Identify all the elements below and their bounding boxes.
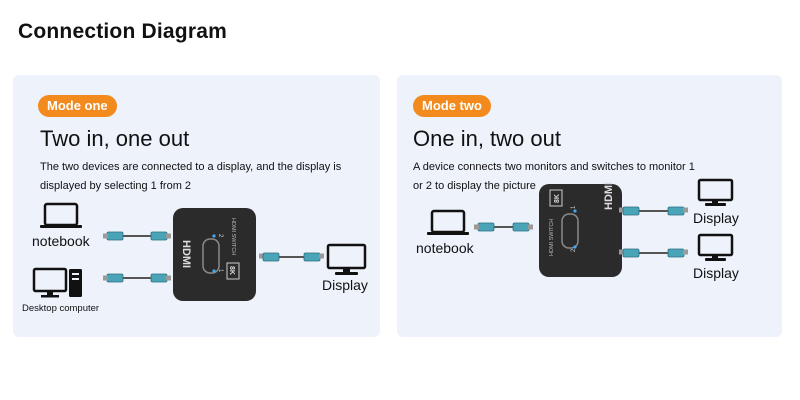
mode-one-description: The two devices are connected to a displ… — [40, 161, 342, 192]
display-icon — [326, 243, 367, 275]
desktop-computer-label: Desktop computer — [22, 303, 100, 314]
mode-two-description: A device connects two monitors and switc… — [413, 161, 695, 192]
mode-one-heading: Two in, one out — [40, 126, 190, 151]
hdmi-switch-device — [173, 208, 256, 301]
resolution-label: 8K — [228, 266, 235, 275]
desktop-computer-icon — [32, 267, 82, 298]
display-1-label: Display — [693, 210, 739, 226]
notebook-label: notebook — [416, 240, 474, 256]
resolution-badge — [549, 189, 563, 207]
mode-one-panel: Mode one Two in, one out The two devices… — [13, 75, 380, 337]
resolution-badge — [226, 262, 240, 280]
port-2-label: 2 — [571, 248, 577, 252]
port-1-label: 1 — [217, 269, 223, 273]
mode-two-diagram: HDMI HDMI SWITCH 8K 1 2 — [427, 178, 734, 277]
page-title: Connection Diagram — [18, 20, 227, 43]
cable-notebook-to-switch — [103, 231, 171, 241]
mode-two-panel: Mode two One in, two out A device connec… — [397, 75, 782, 337]
mode-one-badge: Mode one — [38, 95, 117, 117]
port-1-label: 1 — [571, 205, 577, 209]
cable-switch-to-display-1 — [619, 206, 688, 216]
notebook-icon — [40, 202, 82, 228]
cable-notebook-to-switch — [474, 222, 533, 232]
switch-brand: HDMI — [603, 182, 615, 210]
cable-switch-to-display-2 — [619, 248, 688, 258]
display-2-label: Display — [693, 265, 739, 281]
cable-switch-to-display — [259, 252, 324, 262]
notebook-icon — [427, 209, 469, 235]
notebook-label: notebook — [32, 233, 90, 249]
resolution-label: 8K — [554, 194, 561, 203]
switch-model: HDMI SWITCH — [549, 219, 555, 256]
switch-brand: HDMI — [180, 240, 192, 268]
switch-model: HDMI SWITCH — [230, 218, 236, 255]
mode-one-diagram: HDMI HDMI SWITCH 8K 2 1 — [32, 202, 367, 301]
display-1-icon — [697, 178, 734, 206]
mode-two-badge: Mode two — [413, 95, 491, 117]
mode-two-heading: One in, two out — [413, 126, 561, 151]
display-label: Display — [322, 277, 368, 293]
cable-desktop-to-switch — [103, 273, 171, 283]
port-2-label: 2 — [217, 234, 223, 238]
hdmi-switch-device — [539, 184, 622, 277]
display-2-icon — [697, 233, 734, 261]
